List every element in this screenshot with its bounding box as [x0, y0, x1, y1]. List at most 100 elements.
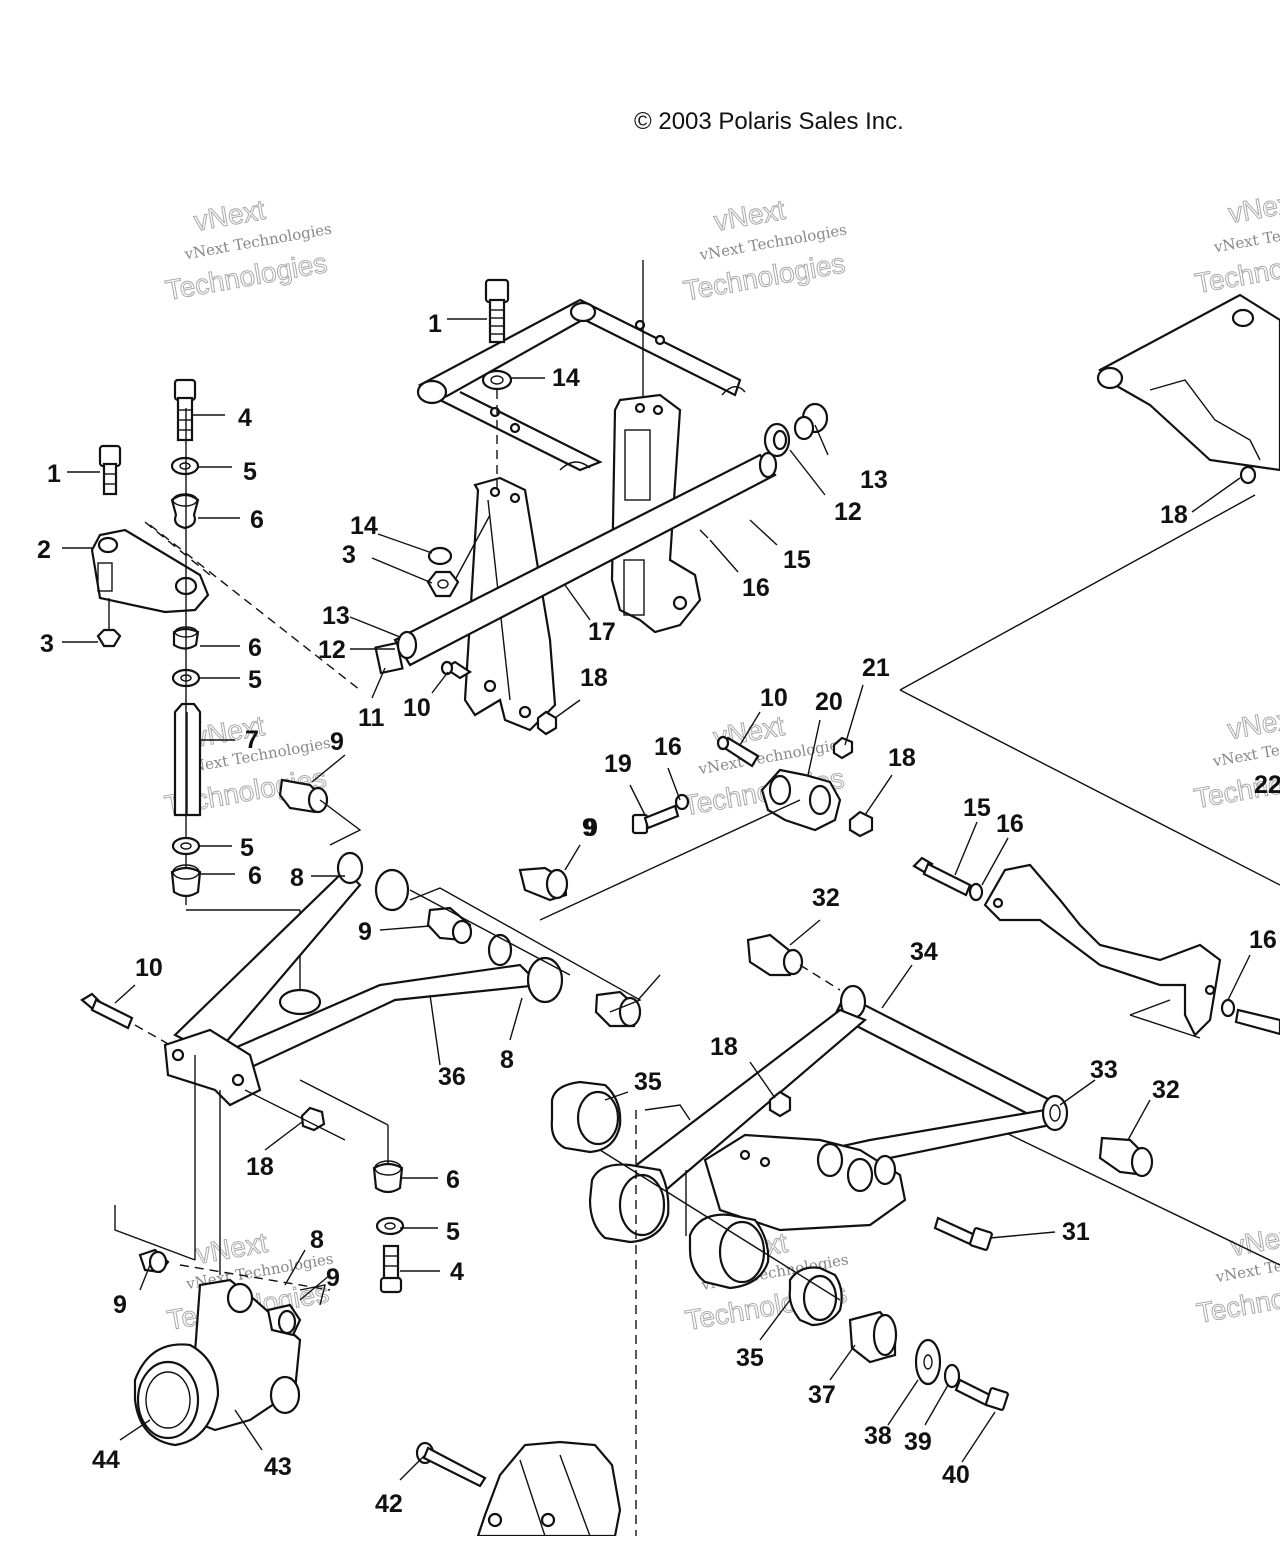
cross-shaft	[374, 451, 778, 675]
guide-lines-right	[539, 494, 1280, 1266]
callout-label: 14	[350, 512, 378, 540]
nut-18-lower	[244, 1089, 346, 1141]
bushing-9-c	[426, 906, 473, 945]
bushing-9-b	[518, 866, 569, 902]
callout-label: 4	[450, 1258, 464, 1286]
bolt-32-a	[746, 933, 841, 991]
callout-label: 1	[47, 460, 61, 488]
callout-label: 11	[358, 704, 385, 732]
callout-label: 14	[552, 364, 580, 392]
a-arm-34	[628, 984, 1052, 1232]
callout-label: 12	[318, 636, 346, 664]
callout-label: 36	[438, 1063, 466, 1091]
bottom-bracket	[476, 1440, 622, 1538]
callout-label: 38	[864, 1422, 892, 1450]
callout-label: 44	[92, 1446, 120, 1474]
callout-label: 35	[634, 1068, 662, 1096]
centerline-35	[599, 1104, 841, 1536]
callout-label: 10	[135, 954, 163, 982]
bolt-10-center	[440, 660, 473, 680]
spindle-housing	[114, 1055, 331, 1447]
mounting-bracket-right	[983, 863, 1222, 1037]
callout-label: 19	[604, 750, 632, 778]
callout-label: 18	[246, 1153, 274, 1181]
washer-33	[1041, 1094, 1069, 1132]
callout-label: 9	[582, 814, 596, 842]
callout-label: 8	[290, 864, 304, 892]
nut-3-left	[96, 598, 122, 648]
bolt-40	[954, 1378, 1009, 1411]
a-arm-36	[163, 799, 642, 1107]
washer-nut-center	[426, 514, 491, 598]
svg-text:vNext: vNext	[1228, 1219, 1280, 1262]
callout-label: 18	[710, 1033, 738, 1061]
bushing-35-top	[550, 1080, 622, 1154]
callout-label: 34	[910, 938, 938, 966]
bolt-31	[933, 1216, 993, 1251]
bolt-10-upper-right	[716, 735, 760, 768]
callout-label: 10	[760, 684, 788, 712]
callout-label: 5	[243, 458, 257, 486]
callout-label: 2	[37, 536, 51, 564]
bushing-35-lower	[688, 1213, 770, 1290]
washer-5-bottom	[375, 1216, 405, 1236]
nut-18-center	[536, 710, 558, 736]
callout-label: 10	[403, 694, 431, 722]
upper-frame	[416, 260, 746, 472]
bushing-12-13-right	[763, 402, 829, 458]
svg-text:vNext: vNext	[712, 194, 788, 237]
watermark-9: vNext vNext Technologies Technologies	[1194, 1219, 1280, 1330]
nut-18-far-right	[1239, 465, 1257, 485]
callout-label: 7	[245, 726, 259, 754]
bolt-4-top	[173, 378, 197, 442]
bushing-35-bottom	[788, 1266, 843, 1327]
callout-label: 9	[330, 728, 344, 756]
bolt-19	[631, 793, 690, 835]
callout-label: 6	[250, 506, 264, 534]
callout-label: 18	[888, 744, 916, 772]
callout-label: 17	[588, 618, 616, 646]
callout-label: 35	[736, 1344, 764, 1372]
bushing-6-top	[170, 493, 200, 530]
nut-21	[832, 736, 854, 760]
bushing-35-mid	[588, 1163, 670, 1244]
svg-text:vNext: vNext	[1226, 186, 1280, 229]
watermark-3: vNext vNext Technologies Technologies	[1192, 186, 1280, 300]
nut-18-upper-right	[848, 810, 874, 838]
bolt-42	[415, 1441, 487, 1488]
bushing-6-lower	[170, 864, 202, 898]
callout-label: 4	[238, 404, 252, 432]
callout-label: 3	[40, 630, 54, 658]
callout-label: 9	[584, 814, 598, 842]
washer-5-lower	[171, 836, 201, 856]
callout-label: 3	[342, 541, 356, 569]
svg-text:vNext: vNext	[192, 194, 268, 237]
callout-label: 5	[248, 666, 262, 694]
callout-label: 13	[860, 466, 888, 494]
bolt-1-center	[481, 278, 513, 490]
callout-label: 22	[1254, 771, 1280, 799]
callout-label: 33	[1090, 1056, 1118, 1084]
washer-5-top	[170, 456, 200, 476]
bushing-6-bottom	[372, 1160, 404, 1194]
callout-label: 20	[815, 688, 843, 716]
callout-label: 15	[783, 546, 811, 574]
callout-labels: 1 14 4 5 6 1 2 3 6 5 7 9 5 6 8 10 36 8 9…	[37, 310, 1280, 1518]
callout-label: 31	[1062, 1218, 1090, 1246]
leader-lines	[62, 318, 1251, 1481]
bolt-1-left	[98, 444, 122, 496]
callout-label: 18	[1160, 501, 1188, 529]
callout-label: 32	[1152, 1076, 1180, 1104]
callout-label: 39	[904, 1428, 932, 1456]
bolt-32-b	[1098, 1136, 1154, 1178]
copyright-notice: © 2003 Polaris Sales Inc.	[634, 108, 904, 135]
bolt-4-bottom	[299, 1079, 403, 1294]
washer-39	[943, 1363, 961, 1389]
callout-label: 6	[248, 634, 262, 662]
callout-label: 13	[322, 602, 350, 630]
callout-label: 16	[742, 574, 770, 602]
link-rod-7	[173, 408, 202, 905]
callout-label: 9	[113, 1291, 127, 1319]
watermark-2: vNext vNext Technologies Technologies	[681, 194, 849, 307]
callout-label: 43	[264, 1453, 292, 1481]
